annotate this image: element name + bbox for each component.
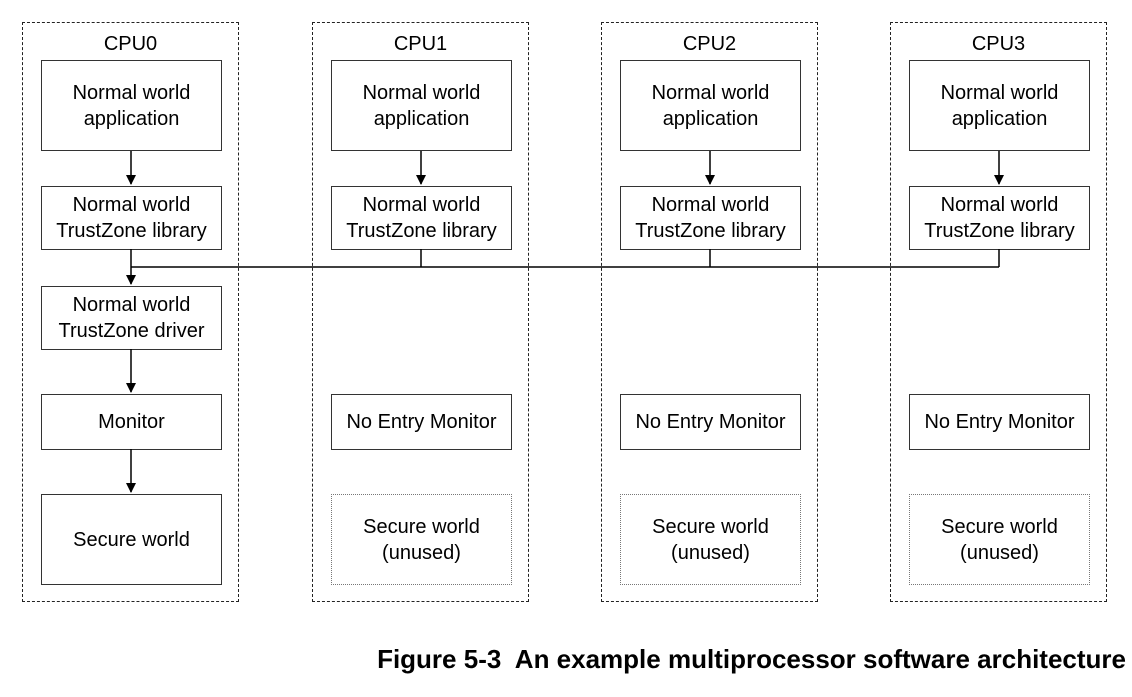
cpu3-panel: CPU3 Normal world application Normal wor… [890, 22, 1107, 602]
cpu0-normal-app: Normal world application [41, 60, 222, 151]
cpu1-no-entry-monitor: No Entry Monitor [331, 394, 512, 450]
cpu2-panel: CPU2 Normal world application Normal wor… [601, 22, 818, 602]
cpu1-panel: CPU1 Normal world application Normal wor… [312, 22, 529, 602]
cpu2-no-entry-monitor: No Entry Monitor [620, 394, 801, 450]
cpu3-normal-app: Normal world application [909, 60, 1090, 151]
cpu2-trustzone-library: Normal world TrustZone library [620, 186, 801, 250]
cpu1-title: CPU1 [393, 33, 448, 55]
cpu3-secure-world-unused: Secure world (unused) [909, 494, 1090, 585]
cpu1-normal-app: Normal world application [331, 60, 512, 151]
cpu2-normal-app: Normal world application [620, 60, 801, 151]
cpu0-trustzone-library: Normal world TrustZone library [41, 186, 222, 250]
cpu0-trustzone-driver: Normal world TrustZone driver [41, 286, 222, 350]
cpu2-title: CPU2 [682, 33, 737, 55]
cpu3-title: CPU3 [971, 33, 1026, 55]
cpu3-trustzone-library: Normal world TrustZone library [909, 186, 1090, 250]
cpu1-secure-world-unused: Secure world (unused) [331, 494, 512, 585]
cpu2-secure-world-unused: Secure world (unused) [620, 494, 801, 585]
cpu0-secure-world: Secure world [41, 494, 222, 585]
figure-caption: Figure 5-3 An example multiprocessor sof… [377, 644, 1126, 674]
cpu3-no-entry-monitor: No Entry Monitor [909, 394, 1090, 450]
cpu0-panel: CPU0 Normal world application Normal wor… [22, 22, 239, 602]
cpu0-monitor: Monitor [41, 394, 222, 450]
cpu0-title: CPU0 [103, 33, 158, 55]
